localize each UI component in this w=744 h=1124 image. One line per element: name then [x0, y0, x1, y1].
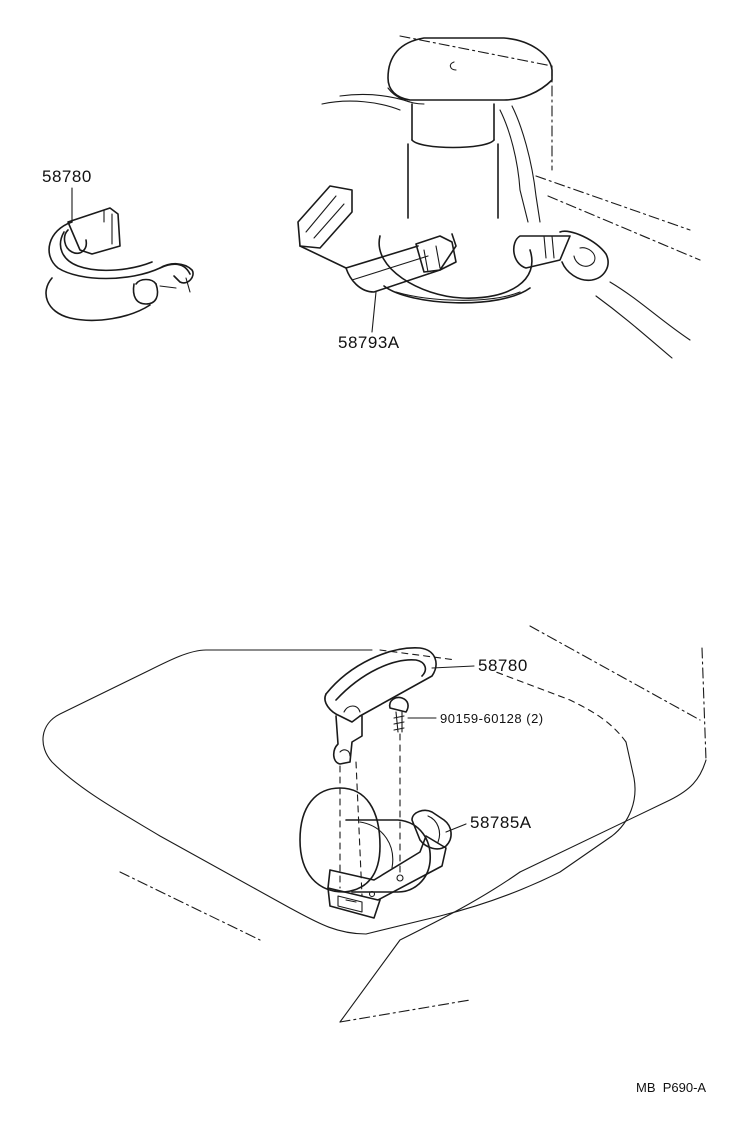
label-90159-60128: 90159-60128 (2)	[440, 711, 544, 726]
label-58785A: 58785A	[470, 813, 532, 832]
bracket-58793A-top	[297, 185, 457, 293]
label-58793A: 58793A	[338, 333, 400, 352]
leader-58780-bottom	[431, 665, 475, 669]
reference-code: MB P690-A	[636, 1080, 706, 1095]
strap-58780-bottom	[324, 647, 437, 765]
lamp-assembly-top	[321, 35, 701, 359]
floor-panel-bottom	[42, 625, 707, 1023]
screw-90159-bottom	[388, 696, 409, 733]
label-58780-bottom: 58780	[478, 656, 528, 675]
horn-bottom	[299, 787, 431, 893]
label-58780-top: 58780	[42, 167, 92, 186]
leader-58793A	[371, 291, 377, 333]
clip-58780-top-left	[45, 207, 194, 322]
bracket-58785A-bottom	[327, 809, 452, 919]
leader-58785A	[445, 823, 467, 833]
assembly-lines	[339, 733, 401, 897]
